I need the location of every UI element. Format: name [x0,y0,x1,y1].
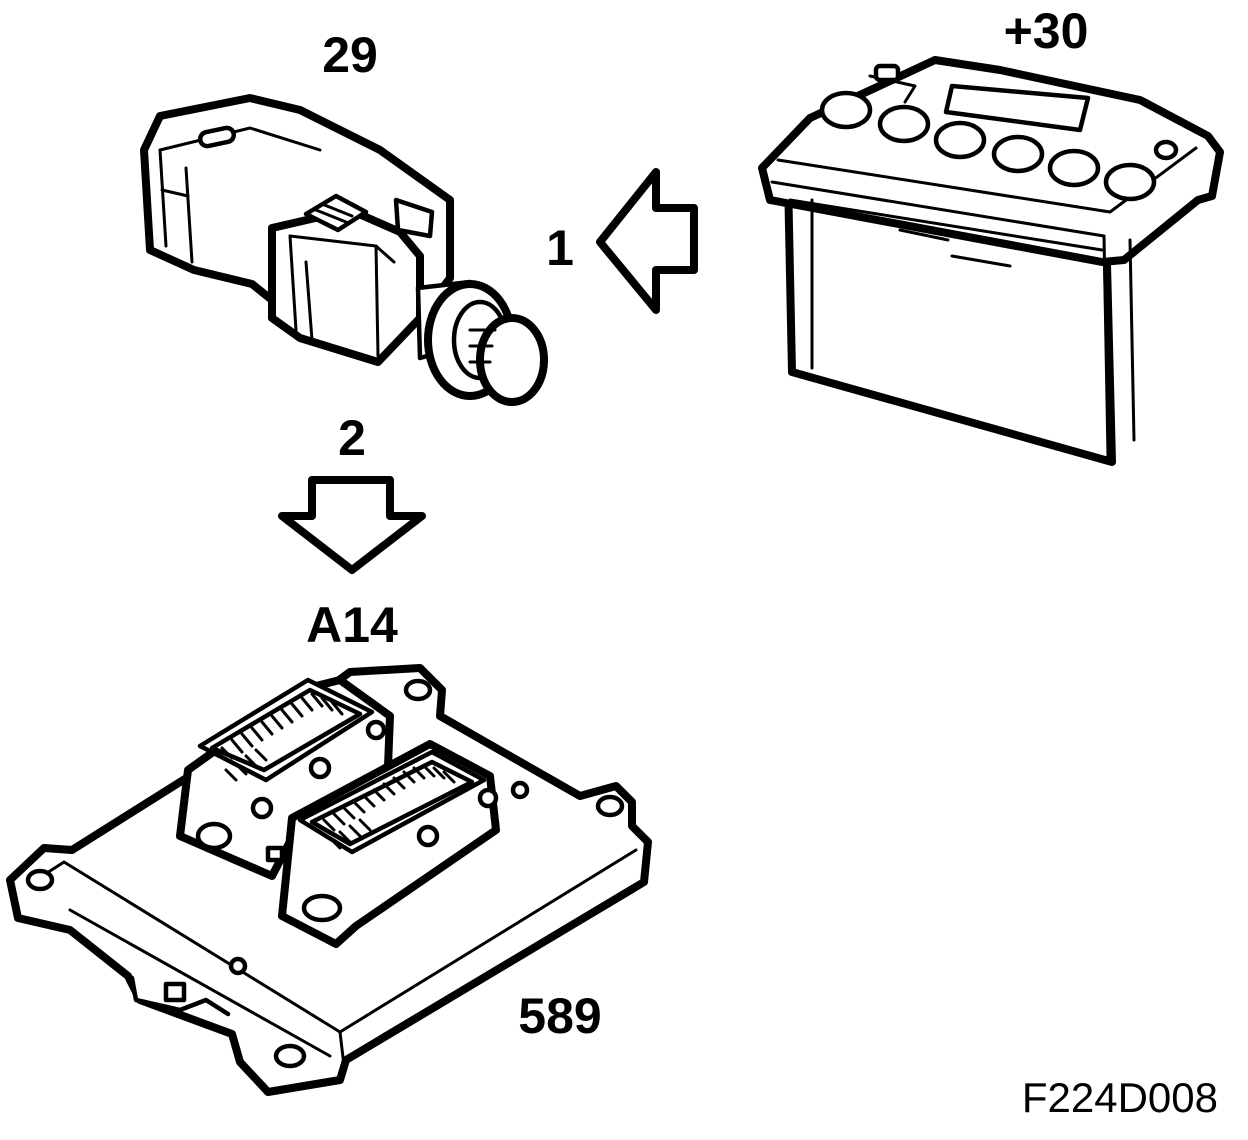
label-switch-29: 29 [322,27,378,83]
label-module-589: 589 [518,988,601,1044]
module-connector-rear [176,676,394,880]
label-arrow-2: 2 [338,410,366,466]
label-battery-plus30: +30 [1004,3,1089,59]
label-module-a14: A14 [306,597,398,653]
switch-illustration [140,94,548,406]
figure-code: F224D008 [1022,1074,1218,1121]
arrow-2-switch-to-module [278,476,426,574]
battery-illustration [758,56,1224,466]
control-module-illustration [6,664,652,1096]
arrow-1-battery-to-switch [596,168,698,314]
module-connector-front [265,740,500,948]
label-arrow-1: 1 [546,220,574,276]
